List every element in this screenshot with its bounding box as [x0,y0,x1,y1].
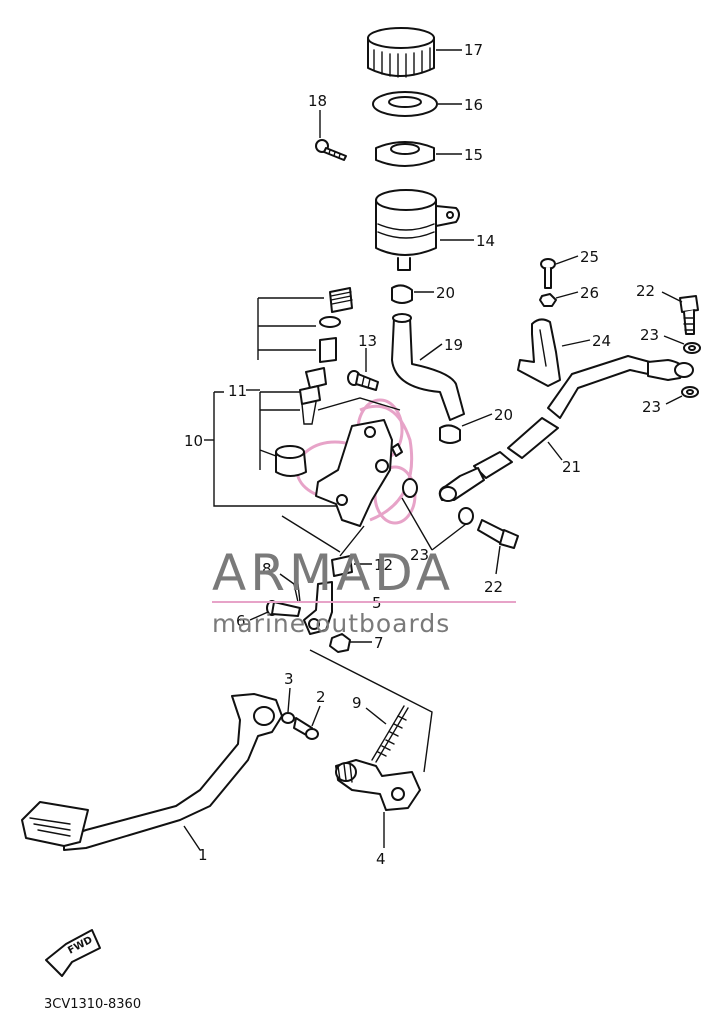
bracket-bolt [540,258,556,289]
copper-washer-mid [402,478,474,525]
bracket-nut [539,293,557,307]
master-cylinder-body [315,419,403,527]
callout-10: 10 [184,432,203,450]
callout-2: 2 [316,688,326,706]
cotter-pin [293,583,301,603]
callout-12: 12 [374,556,393,574]
callout-4: 4 [376,850,386,868]
reservoir-hose [391,313,465,421]
callout-18: 18 [308,92,327,110]
forward-arrow-icon: FWD [45,929,101,977]
pedal-bolt [293,717,319,740]
lock-nut [329,633,351,653]
callout-21: 21 [562,458,581,476]
callout-11: 11 [228,382,247,400]
callout-23b: 23 [642,398,661,416]
callout-23c: 23 [410,546,429,564]
fluid-reservoir [375,189,460,271]
callout-15: 15 [464,146,483,164]
callout-22b: 22 [484,578,503,596]
brake-hose [438,355,694,502]
callout-22a: 22 [636,282,655,300]
pedal-washer [281,712,295,724]
callout-20a: 20 [436,284,455,302]
callout-20b: 20 [494,406,513,424]
callout-9: 9 [352,694,362,712]
callout-8: 8 [262,560,272,578]
callout-25: 25 [580,248,599,266]
watermark-subtitle: marine outboards [212,609,450,638]
diagram-code: 3CV1310-8360 [44,997,141,1012]
hose-clamp-upper [391,284,413,304]
reservoir-screw [315,139,347,161]
copper-washer-lower [681,386,699,398]
union-bolt-lower [477,519,519,549]
reservoir-cap [367,27,435,78]
hose-clamp-lower [439,424,461,444]
watermark-title: ARMADA [212,544,454,602]
diaphragm [375,141,435,167]
callout-23a: 23 [640,326,659,344]
hose-bracket [517,318,561,387]
callout-3: 3 [284,670,294,688]
callout-24: 24 [592,332,611,350]
copper-washer-upper [683,342,701,354]
callout-6: 6 [236,612,246,630]
callout-17: 17 [464,41,483,59]
callout-16: 16 [464,96,483,114]
callout-13: 13 [358,332,377,350]
callout-26: 26 [580,284,599,302]
piston-kit [275,287,353,477]
callout-14: 14 [476,232,495,250]
watermark-text: ARMADA marine outboards [212,544,516,638]
callout-19: 19 [444,336,463,354]
push-rod [303,581,333,635]
diaphragm-plate [372,91,438,117]
master-cylinder-bolt [347,370,379,391]
return-spring [371,705,409,763]
union-bolt-upper [679,295,699,335]
callout-1: 1 [198,846,208,864]
callout-7: 7 [374,634,384,652]
brake-pedal [21,693,283,851]
pivot-arm [335,759,421,811]
boot [331,555,353,577]
